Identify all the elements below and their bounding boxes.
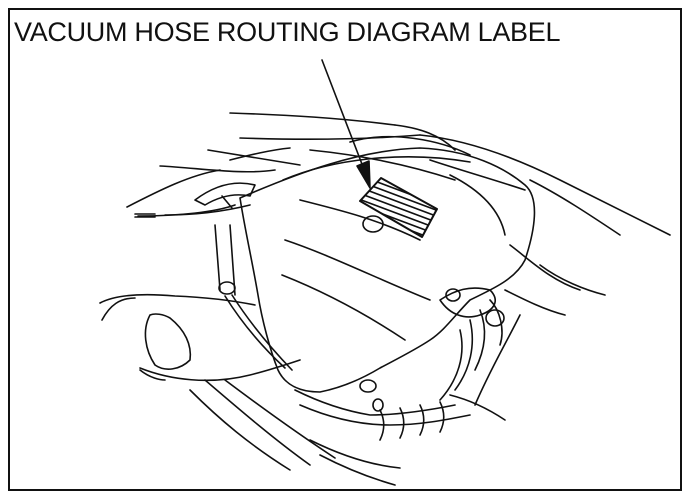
bolt-hole: [359, 379, 377, 393]
hose-clamp: [485, 309, 505, 327]
label-hatching: [360, 178, 437, 237]
intake-duct: [159, 112, 671, 236]
arrowhead-icon: [356, 160, 371, 189]
air-cleaner-cover: [239, 135, 536, 393]
diagram-frame: [8, 8, 682, 491]
callout-leader-line: [321, 59, 366, 173]
callout-arrow: [321, 59, 371, 189]
background-lines: [101, 213, 166, 381]
hoses: [439, 244, 606, 406]
left-housing: [99, 293, 336, 471]
vacuum-hose-routing-label: [359, 177, 438, 238]
grip-recess: [144, 313, 192, 370]
wire-harness: [294, 379, 506, 486]
bolt-hole: [372, 398, 384, 412]
bolt-hole: [445, 288, 461, 302]
label-outline: [359, 177, 438, 238]
bolt-hole: [218, 281, 236, 295]
callout-label: VACUUM HOSE ROUTING DIAGRAM LABEL: [14, 17, 561, 47]
